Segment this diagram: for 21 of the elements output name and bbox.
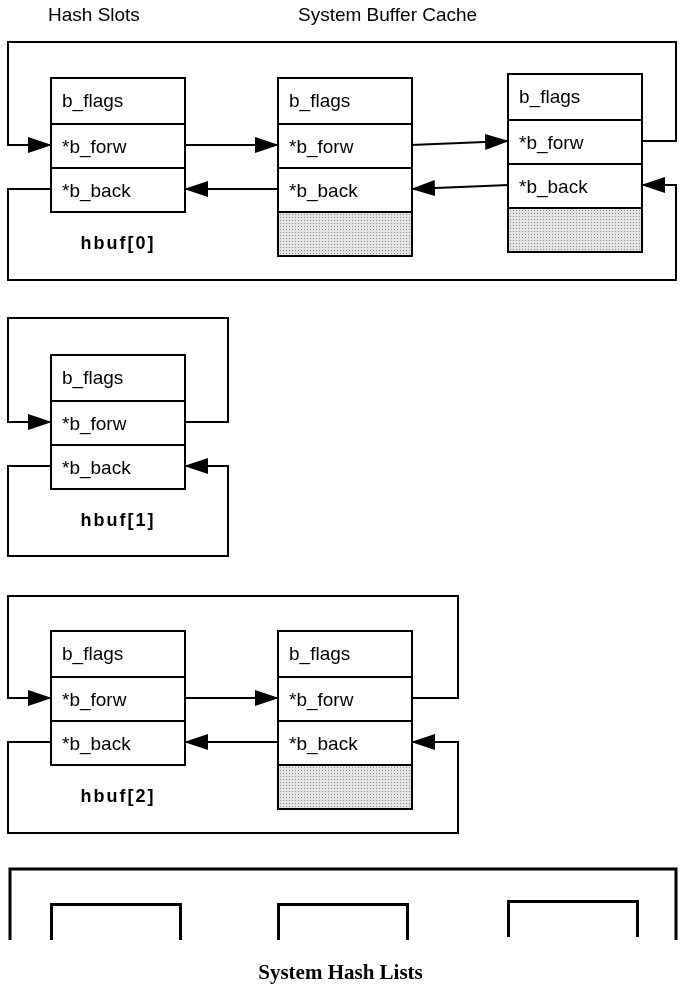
diagram-caption: System Hash Lists: [257, 960, 424, 985]
truncated-buffer-box: [507, 900, 639, 937]
truncated-buffer-box: [277, 903, 409, 940]
truncated-buffer-box: [50, 903, 182, 940]
shaded-field: [279, 211, 411, 255]
column-heading: System Buffer Cache: [298, 4, 478, 26]
arrow: [7, 317, 229, 430]
slot-label: hbuf[1]: [80, 510, 156, 531]
arrow: [7, 734, 459, 834]
shaded-field: [509, 207, 641, 251]
slot-label: hbuf[0]: [80, 233, 156, 254]
arrow: [7, 41, 677, 153]
arrow: [7, 177, 677, 281]
buffer-box: [507, 73, 643, 253]
slot-label: hbuf[2]: [80, 786, 156, 807]
buffer-box: [277, 77, 413, 257]
shaded-field: [279, 764, 411, 808]
arrow: [7, 458, 229, 557]
column-heading: Hash Slots: [48, 4, 140, 26]
buffer-box: [277, 630, 413, 810]
arrow: [7, 595, 459, 706]
